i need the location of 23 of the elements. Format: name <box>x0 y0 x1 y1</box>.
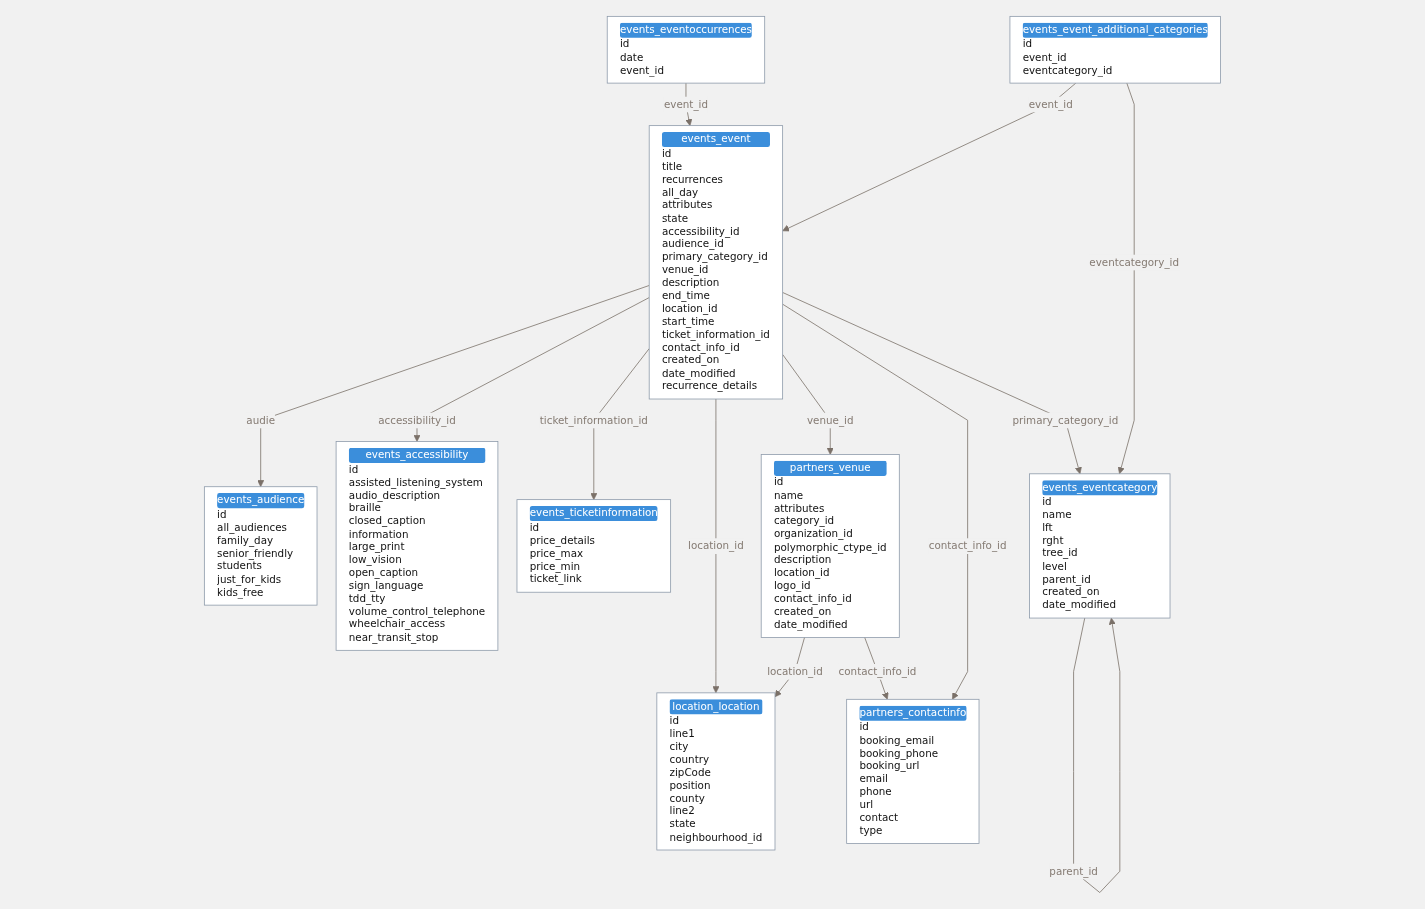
node-box: events_eventoccurrences id date event_id <box>606 15 766 84</box>
edge-label: venue_id <box>807 414 854 427</box>
node-box: partners_contactinfo id booking_email booking_phone booking_url email phone url contact type <box>846 698 980 844</box>
node-box: events_eventcategory id name lft rght tree_id level parent_id created_on date_modified <box>1029 473 1171 619</box>
node-box: location_location id line1 city country zipCode position county line2 state neighbourhood_id <box>656 692 776 851</box>
edge-label: accessibility_id <box>378 414 456 427</box>
node-box: events_ticketinformation id price_details price_max price_min ticket_link <box>516 499 672 593</box>
edge-label: ticket_information_id <box>539 414 648 427</box>
edge-label: contact_info_id <box>838 665 917 678</box>
node-box: events_event id title recurrences all_day attributes state accessibility_id audience_id primary_category_id venue_id description end_time location_id start_time ticket_information_id contact_info_id created_on date_modified recurrence_details <box>648 125 784 400</box>
edge-label: location_id <box>767 665 823 678</box>
node-box: partners_venue id name attributes category_id organization_id polymorphic_ctype_id description location_id logo_id contact_info_id created_on date_modified <box>760 454 900 638</box>
edge-label: eventcategory_id <box>1089 256 1180 269</box>
node-box: events_audience id all_audiences family_day senior_friendly students just_for_kids kids_free <box>204 486 318 606</box>
node-box: events_event_additional_categories id event_id eventcategory_id <box>1009 15 1221 84</box>
edge-label: primary_category_id <box>1012 414 1119 427</box>
edge-label: parent_id <box>1049 865 1098 878</box>
edge-label: location_id <box>688 539 744 552</box>
edge-label: event_id <box>664 98 709 111</box>
edge-label: audie <box>246 414 276 427</box>
edge-label: event_id <box>1028 98 1073 111</box>
edge-label: contact_info_id <box>928 539 1007 552</box>
node-box: events_accessibility id assisted_listening_system audio_description braille closed_caption information large_print low_vision open_caption sign_language tdd_tty volume_control_telephone wheelchair_access near_transit_stop <box>335 441 499 651</box>
